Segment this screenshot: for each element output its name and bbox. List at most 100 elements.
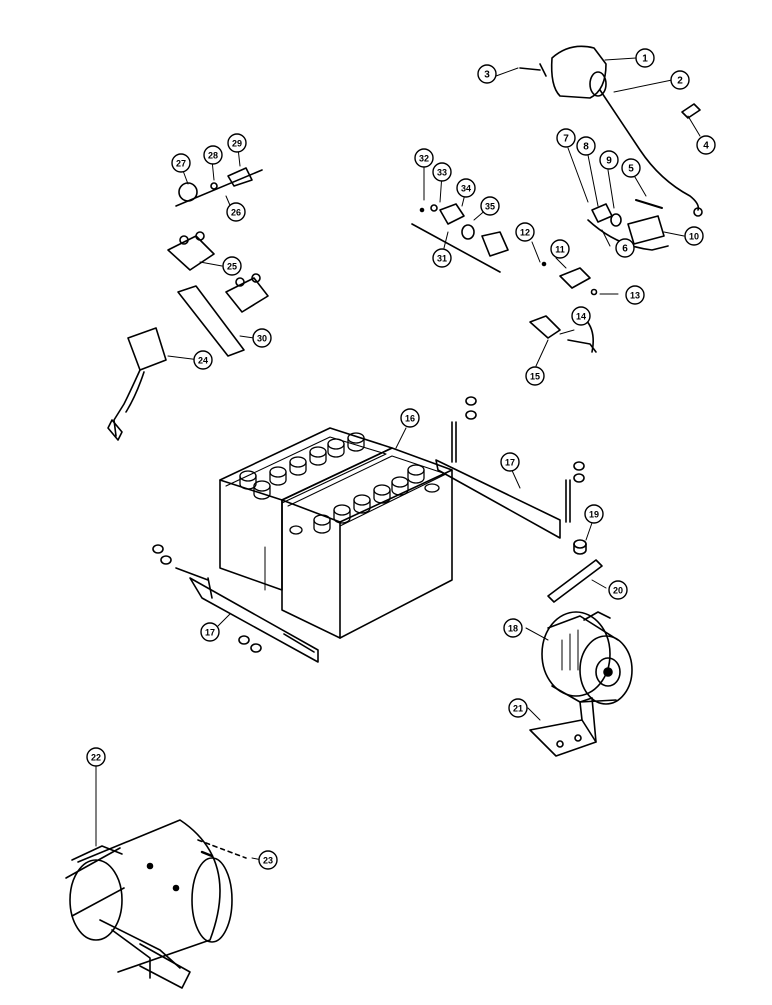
callout-28: 28 [203, 145, 223, 165]
callout-number: 6 [622, 244, 628, 255]
callout-circle [226, 202, 246, 222]
callout-circle [193, 350, 213, 370]
starter-motor [65, 819, 233, 989]
callout-number: 32 [419, 154, 429, 164]
callout-circle [432, 162, 452, 182]
callout-circle [222, 256, 242, 276]
alternator-bracket [529, 697, 597, 757]
callout-circle [635, 48, 655, 68]
hold-down-bar-lower [152, 544, 319, 663]
callout-18: 18 [503, 618, 523, 638]
callout-circle [258, 850, 278, 870]
callout-circle [432, 248, 452, 268]
callout-25: 25 [222, 256, 242, 276]
callout-circle [670, 70, 690, 90]
callout-number: 20 [613, 586, 623, 596]
callout-31: 31 [432, 248, 452, 268]
callout-circle [615, 238, 635, 258]
callout-32: 32 [414, 148, 434, 168]
callout-number: 8 [583, 142, 589, 153]
callout-circle [696, 135, 716, 155]
callout-circle [515, 222, 535, 242]
callout-circle [500, 452, 520, 472]
callout-circle [203, 145, 223, 165]
starter-hardware-leader [197, 839, 247, 859]
callout-circle [576, 136, 596, 156]
adjusting-strap [547, 539, 603, 603]
horn-wire [599, 89, 700, 211]
callout-number: 2 [677, 76, 683, 87]
relay [107, 327, 167, 441]
callout-number: 1 [642, 54, 648, 65]
callout-circle [584, 504, 604, 524]
callout-circle [200, 622, 220, 642]
callout-circle [86, 747, 106, 767]
callout-9: 9 [599, 150, 619, 170]
callout-circle [508, 698, 528, 718]
callout-17: 17 [200, 622, 220, 642]
callout-14: 14 [571, 306, 591, 326]
callout-30: 30 [252, 328, 272, 348]
callout-number: 16 [405, 414, 415, 424]
callout-circle [621, 158, 641, 178]
callout-7: 7 [556, 128, 576, 148]
callout-number: 31 [437, 254, 447, 264]
callout-17: 17 [500, 452, 520, 472]
callout-number: 3 [484, 70, 490, 81]
callout-circle [400, 408, 420, 428]
callout-24: 24 [193, 350, 213, 370]
callout-number: 15 [530, 372, 540, 382]
callout-number: 24 [198, 356, 208, 366]
callout-26: 26 [226, 202, 246, 222]
callout-circle [556, 128, 576, 148]
callout-13: 13 [625, 285, 645, 305]
callout-5: 5 [621, 158, 641, 178]
wire-terminal [693, 207, 703, 217]
callout-number: 27 [176, 159, 186, 169]
callout-number: 14 [576, 312, 586, 322]
callout-35: 35 [480, 196, 500, 216]
terminal-block [541, 261, 598, 296]
callout-29: 29 [227, 133, 247, 153]
callout-circle [456, 178, 476, 198]
mounting-plate [177, 285, 245, 357]
callout-number: 35 [485, 202, 495, 212]
solenoids [167, 231, 269, 313]
battery-caps [239, 432, 440, 535]
leader-lines [95, 57, 701, 861]
callout-number: 4 [703, 141, 709, 152]
callout-16: 16 [400, 408, 420, 428]
callout-1: 1 [635, 48, 655, 68]
callout-27: 27 [171, 153, 191, 173]
callout-2: 2 [670, 70, 690, 90]
callout-number: 23 [263, 856, 273, 866]
callout-number: 30 [257, 334, 267, 344]
callout-circle [550, 239, 570, 259]
callout-number: 17 [205, 628, 215, 638]
hold-down-bar-upper [435, 396, 585, 539]
callout-8: 8 [576, 136, 596, 156]
alternator [541, 611, 633, 705]
callout-circle [477, 64, 497, 84]
callout-number: 13 [630, 291, 640, 301]
callout-3: 3 [477, 64, 497, 84]
callout-20: 20 [608, 580, 628, 600]
callout-19: 19 [584, 504, 604, 524]
callout-circle [625, 285, 645, 305]
callout-number: 28 [208, 151, 218, 161]
callout-number: 19 [589, 510, 599, 520]
callout-22: 22 [86, 747, 106, 767]
callout-circle [252, 328, 272, 348]
callout-circle [608, 580, 628, 600]
callout-circle [171, 153, 191, 173]
callout-4: 4 [696, 135, 716, 155]
callout-23: 23 [258, 850, 278, 870]
callout-number: 18 [508, 624, 518, 634]
starter-bolt [200, 850, 214, 858]
callout-number: 26 [231, 208, 241, 218]
callout-circle [414, 148, 434, 168]
callout-number: 11 [555, 245, 565, 255]
callout-number: 5 [628, 164, 634, 175]
callout-33: 33 [432, 162, 452, 182]
